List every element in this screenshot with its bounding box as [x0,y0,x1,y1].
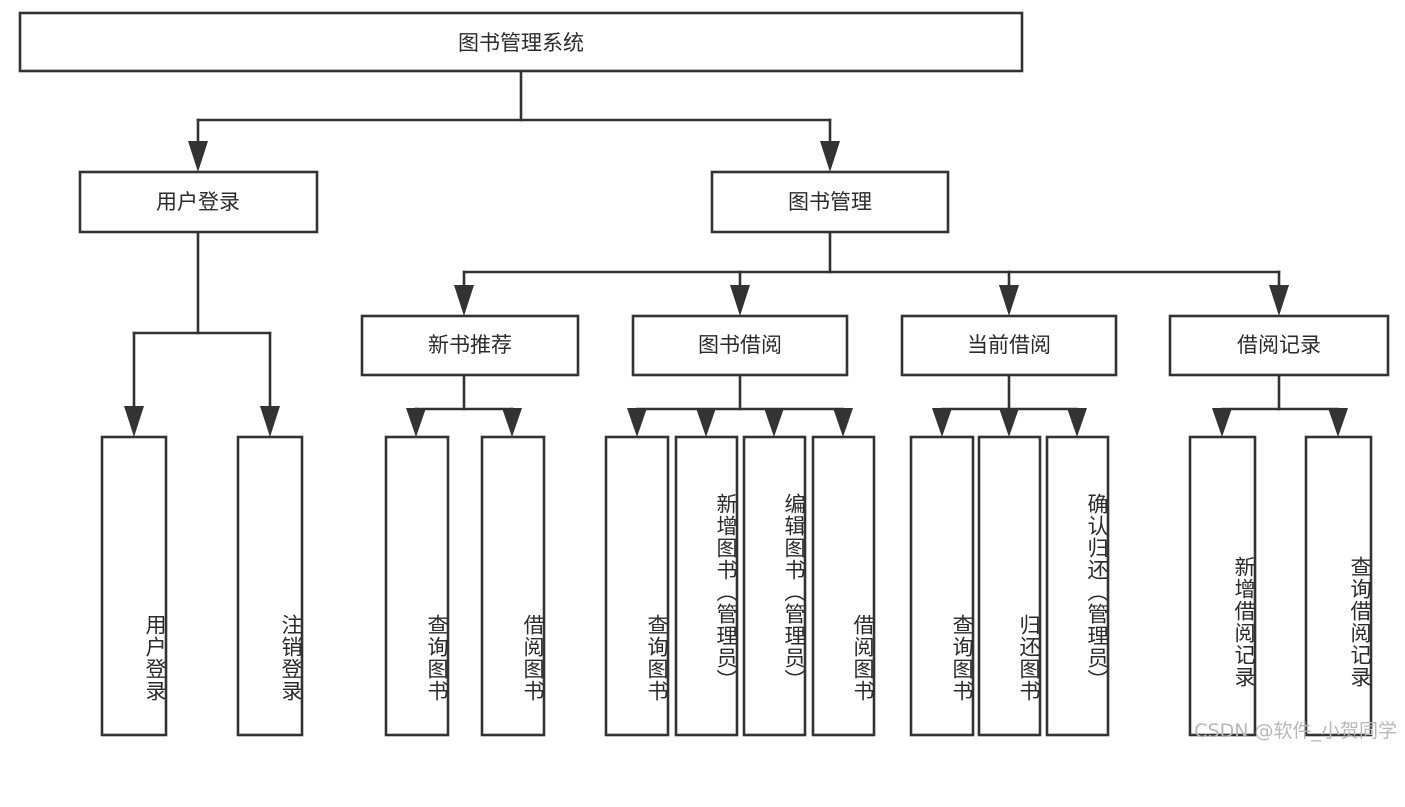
leaf-box-edit-book[interactable] [742,435,807,737]
arrow-head-leaf-add-record [1212,408,1232,437]
connectors-layer [124,69,1348,437]
node-user-login-box[interactable] [78,170,319,234]
node-new-book-rec[interactable]: 新书推荐 [360,314,580,377]
leaf-box-return-book[interactable] [977,435,1042,737]
nodes-layer: 图书管理系统 用户登录 图书管理 新书推荐 图书借阅 [18,11,1390,737]
node-book-borrow-label: 图书借阅 [698,333,782,357]
arrow-head-leaf-user-login [124,406,144,437]
arrow-head-user-login [188,141,208,172]
node-current-borrow-label: 当前借阅 [967,333,1051,357]
node-new-book-rec-box[interactable] [360,314,580,377]
node-root-box[interactable] [18,11,1024,73]
node-user-login[interactable]: 用户登录 [78,170,319,234]
leaf-box-add-book[interactable] [674,435,739,737]
leaf-box-user-logout[interactable] [236,435,304,737]
node-book-borrow[interactable]: 图书借阅 [631,314,849,377]
leaf-box-query-book-1[interactable] [384,435,450,737]
node-current-borrow-box[interactable] [900,314,1118,377]
arrow-head-leaf-edit-book [764,408,784,437]
arrow-head-current-borrow [999,285,1019,316]
node-borrow-record-label: 借阅记录 [1237,333,1321,357]
arrow-head-leaf-query-book-1 [406,408,426,437]
arrow-head-new-book-rec [454,285,474,316]
arrow-head-leaf-add-book [696,408,716,437]
node-book-manage-label: 图书管理 [788,190,872,214]
node-user-login-label: 用户登录 [156,190,240,214]
node-borrow-record[interactable]: 借阅记录 [1168,314,1390,377]
node-root[interactable]: 图书管理系统 [18,11,1024,73]
leaf-box-query-book-3[interactable] [909,435,975,737]
arrow-head-leaf-user-logout [260,406,280,437]
arrow-head-leaf-borrow-book-1 [502,408,522,437]
node-root-label: 图书管理系统 [458,31,584,55]
node-current-borrow[interactable]: 当前借阅 [900,314,1118,377]
arrow-head-leaf-query-book-3 [932,408,952,437]
node-book-manage[interactable]: 图书管理 [710,170,950,234]
leaf-box-borrow-book-2[interactable] [811,435,876,737]
leaf-box-borrow-book-1[interactable] [480,435,546,737]
arrow-head-leaf-return-book [999,408,1019,437]
csdn-watermark: CSDN @软件_小贺同学 [1194,720,1397,742]
arrow-head-borrow-record [1269,285,1289,316]
node-new-book-rec-label: 新书推荐 [428,333,512,357]
arrow-head-leaf-confirm-return [1067,408,1087,437]
leaf-box-user-login[interactable] [100,435,168,737]
leaf-box-query-record[interactable] [1304,435,1373,737]
leaf-box-confirm-return[interactable] [1045,435,1110,737]
arrow-head-book-manage [820,141,840,172]
node-book-manage-box[interactable] [710,170,950,234]
arrow-head-leaf-borrow-book-2 [833,408,853,437]
node-borrow-record-box[interactable] [1168,314,1390,377]
arrow-head-leaf-query-book-2 [627,408,647,437]
leaf-box-query-book-2[interactable] [604,435,670,737]
arrow-head-leaf-query-record [1328,408,1348,437]
arrow-head-book-borrow [730,285,750,316]
node-book-borrow-box[interactable] [631,314,849,377]
tree-svg-canvas: 图书管理系统 用户登录 图书管理 新书推荐 图书借阅 [18,11,1390,737]
leaf-box-add-record[interactable] [1188,435,1257,737]
flowchart-diagram: 图书管理系统 用户登录 图书管理 新书推荐 图书借阅 [18,11,1397,742]
